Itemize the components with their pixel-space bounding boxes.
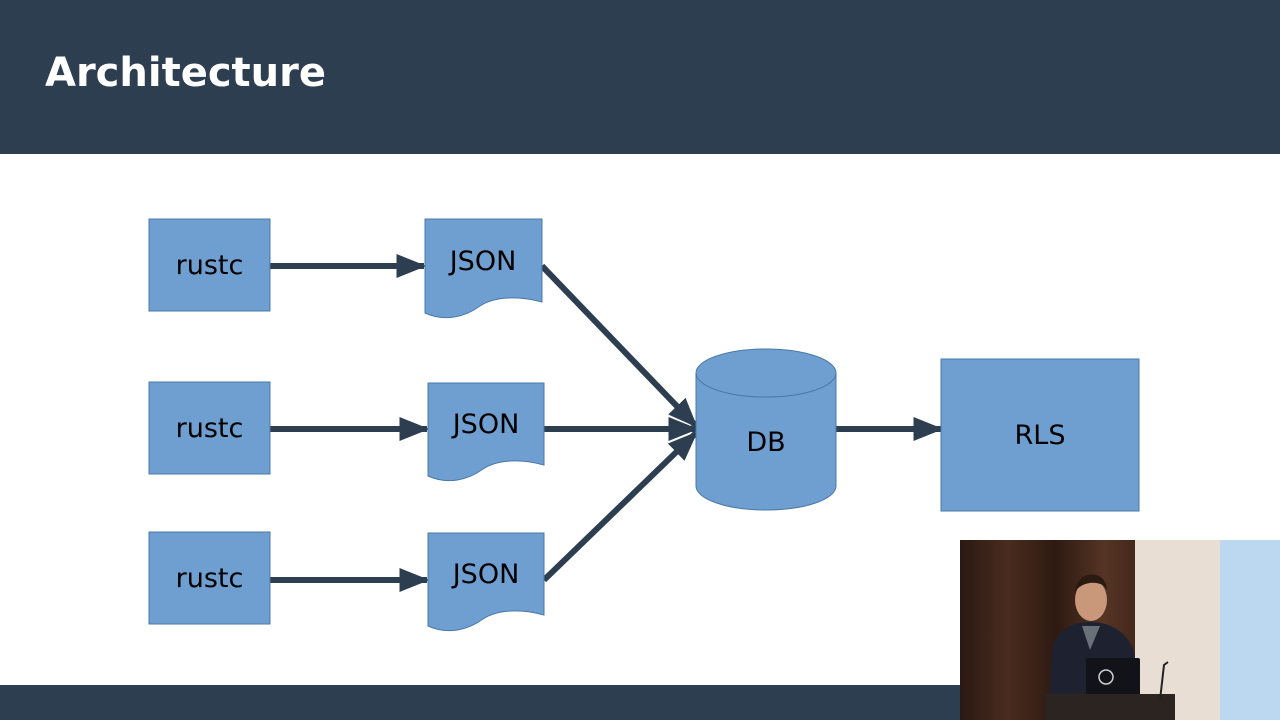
json-label: JSON [451,559,520,590]
laptop-logo [1098,669,1114,685]
json-document-shape [424,218,543,319]
rustc-node-3: rustc [148,531,271,625]
presenter-head [1075,579,1107,621]
diagram-edges [270,254,944,592]
json-node-3: JSON [427,532,545,632]
rls-node: RLS [940,358,1140,512]
slide-header-bar: Architecture [0,0,1280,154]
pillar [1135,540,1220,720]
presenter-video-frame [960,540,1280,720]
slide-title: Architecture [45,50,326,96]
edge-json-3-to-db [541,430,699,583]
rls-box [940,358,1140,512]
rustc-node-2: rustc [148,381,271,475]
rls-label: RLS [1015,420,1066,451]
rustc-node-1: rustc [148,218,271,312]
json-document-shape [427,382,545,482]
json-node-1: JSON [424,218,543,319]
json-document-shape [427,532,545,632]
db-node: DB [695,348,837,511]
presenter-shirt [1082,626,1100,650]
window-light [1220,540,1280,720]
edge-json-1-to-db [539,263,699,429]
presenter-hair [1075,574,1107,592]
json-node-2: JSON [427,382,545,482]
rustc-label: rustc [176,563,244,594]
db-cylinder-body [695,373,837,511]
rustc-label: rustc [176,413,244,444]
microphone [1159,661,1169,701]
presenter-video-inset [960,540,1280,720]
rustc-box [148,531,271,625]
rustc-label: rustc [176,250,244,281]
podium [1045,694,1175,720]
rustc-box [148,381,271,475]
json-label: JSON [448,246,517,277]
db-label: DB [746,427,785,458]
json-label: JSON [451,409,520,440]
db-cylinder-top [695,348,837,398]
rustc-box [148,218,271,312]
